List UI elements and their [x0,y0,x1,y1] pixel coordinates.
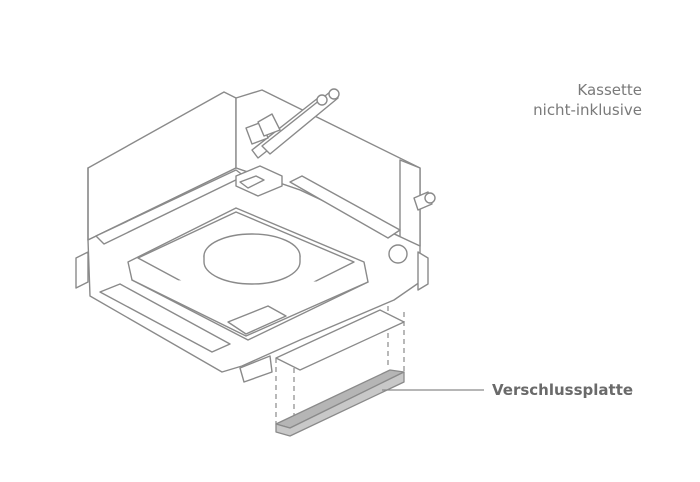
closure-plate-edge [275,371,405,437]
mounting-tab-left [75,251,89,289]
frame-slot-top-right [289,175,401,239]
drain-port [388,244,408,264]
frame-foot [239,355,273,383]
fan-grille-rim [203,255,301,285]
frame-slot-bottom-left [99,283,231,353]
mounting-tab-right [417,251,429,291]
cassette-label: Kassette nicht-inklusive [533,80,642,120]
cassette-label-line1: Kassette [577,81,642,99]
pipe-fitting-2 [257,113,281,137]
inner-panel-bracket [227,305,287,335]
closure-plate-label: Verschlussplatte [492,381,634,399]
inner-panel-bottom-edge [131,279,369,337]
cassette-label-line2: nicht-inklusive [533,101,642,119]
closure-plate [275,369,405,429]
closure-plate-top [275,309,405,371]
